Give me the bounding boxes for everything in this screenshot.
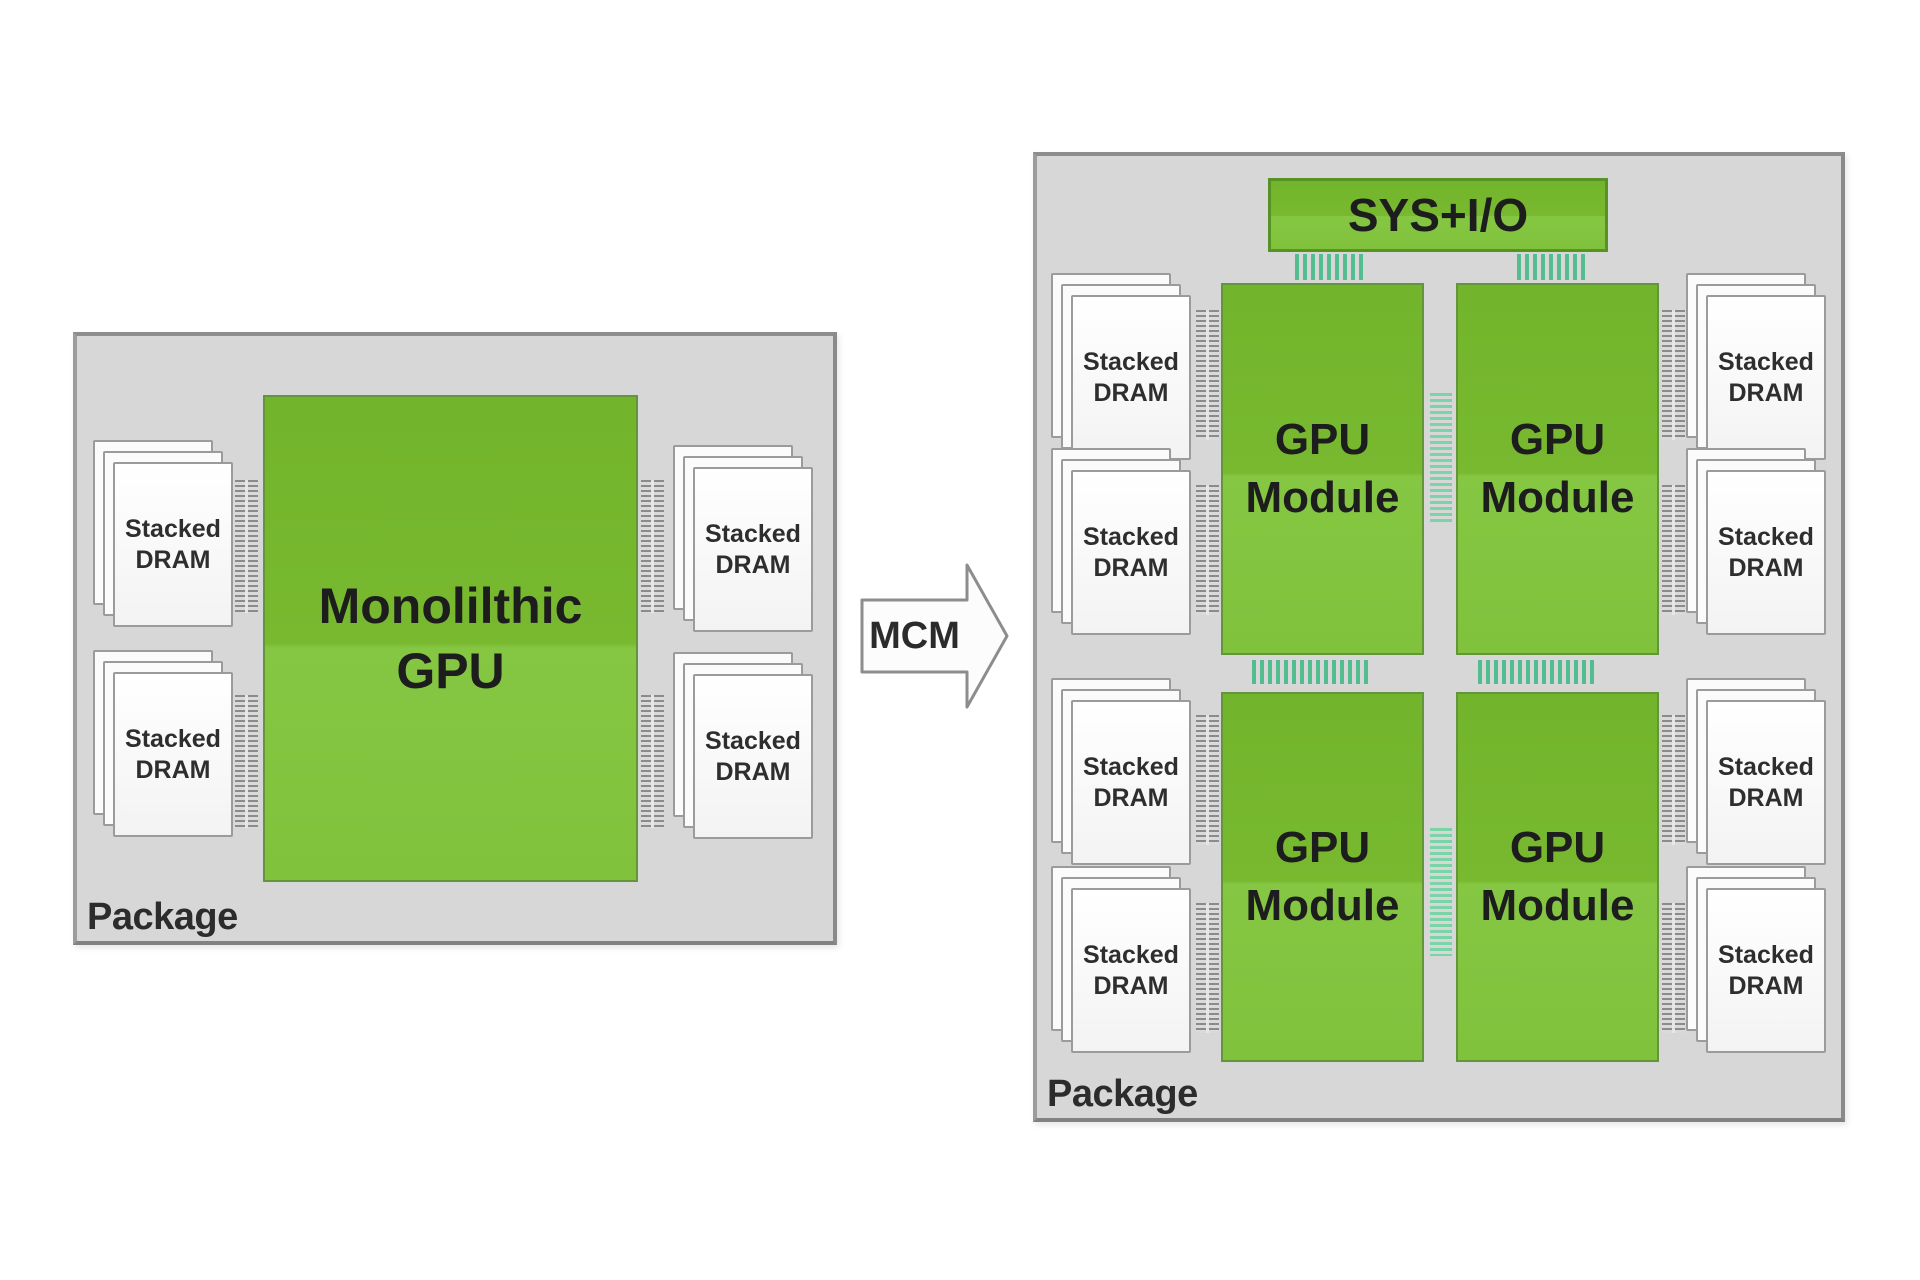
dram-link-hatch	[1662, 485, 1685, 615]
dram-page-front: Stacked DRAM	[113, 462, 233, 627]
dram-label-line2: DRAM	[1093, 378, 1169, 407]
sys-io-link	[1517, 254, 1589, 280]
dram-label-line2: DRAM	[1728, 553, 1804, 582]
stacked-dram-stack: Stacked DRAM	[93, 650, 233, 837]
dram-label-line1: Stacked	[1718, 941, 1814, 969]
dram-page-front: Stacked DRAM	[1706, 295, 1826, 460]
stacked-dram-stack: Stacked DRAM	[1051, 273, 1191, 460]
stacked-dram-stack: Stacked DRAM	[1686, 678, 1826, 865]
dram-page-front: Stacked DRAM	[1071, 700, 1191, 865]
gpu-module-label-line2: Module	[1480, 881, 1635, 930]
stacked-dram-stack: Stacked DRAM	[1051, 678, 1191, 865]
dram-page-front: Stacked DRAM	[113, 672, 233, 837]
dram-label-line1: Stacked	[1718, 753, 1814, 781]
sys-io-chip: SYS+I/O	[1268, 178, 1608, 252]
dram-link-hatch	[1662, 310, 1685, 440]
gpu-module-label-line2: Module	[1480, 473, 1635, 522]
stacked-dram-stack: Stacked DRAM	[1686, 448, 1826, 635]
monolithic-package: Monolilthic GPU Stacked DRAM Stacked DRA…	[73, 332, 837, 945]
sys-io-label: SYS+I/O	[1347, 189, 1529, 241]
dram-label-line1: Stacked	[1083, 753, 1179, 781]
stacked-dram-stack: Stacked DRAM	[673, 445, 813, 632]
dram-label-line2: DRAM	[1728, 378, 1804, 407]
mcm-arrow-icon	[860, 563, 1009, 709]
dram-label-line1: Stacked	[1718, 523, 1814, 551]
dram-link-hatch	[1196, 715, 1219, 845]
stacked-dram-stack: Stacked DRAM	[673, 652, 813, 839]
dram-link-hatch	[1196, 485, 1219, 615]
dram-label-line1: Stacked	[1083, 941, 1179, 969]
dram-label-line1: Stacked	[1718, 348, 1814, 376]
dram-label-line2: DRAM	[1093, 783, 1169, 812]
dram-label-line1: Stacked	[1083, 348, 1179, 376]
gpu-module-bottom-left: GPU Module	[1221, 692, 1424, 1062]
package-label: Package	[1047, 1073, 1198, 1115]
stacked-dram-stack: Stacked DRAM	[1686, 273, 1826, 460]
dram-label-line1: Stacked	[125, 515, 221, 543]
stacked-dram-stack: Stacked DRAM	[1051, 448, 1191, 635]
gpu-module-label-line2: Module	[1245, 473, 1400, 522]
mcm-package: SYS+I/O GPU Module GPU Module GPU Module…	[1033, 152, 1845, 1122]
gpu-module-label-line1: GPU	[1274, 414, 1371, 464]
dram-label-line1: Stacked	[705, 727, 801, 755]
package-label: Package	[87, 896, 238, 938]
stacked-dram-stack: Stacked DRAM	[93, 440, 233, 627]
sys-io-link	[1295, 254, 1367, 280]
dram-link-hatch	[1662, 715, 1685, 845]
dram-label-line1: Stacked	[125, 725, 221, 753]
module-link-vertical	[1430, 828, 1452, 956]
stacked-dram-stack: Stacked DRAM	[1686, 866, 1826, 1053]
dram-page-front: Stacked DRAM	[1706, 888, 1826, 1053]
gpu-module-label-line1: GPU	[1274, 822, 1371, 872]
monolithic-gpu-chip: Monolilthic GPU	[263, 395, 638, 882]
module-link-vertical	[1430, 393, 1452, 523]
stacked-dram-stack: Stacked DRAM	[1051, 866, 1191, 1053]
dram-label-line1: Stacked	[705, 520, 801, 548]
dram-page-front: Stacked DRAM	[693, 674, 813, 839]
gpu-module-label-line1: GPU	[1509, 822, 1606, 872]
gpu-module-label-line2: Module	[1245, 881, 1400, 930]
dram-page-front: Stacked DRAM	[693, 467, 813, 632]
dram-label-line2: DRAM	[135, 545, 211, 574]
dram-label-line2: DRAM	[715, 757, 791, 786]
gpu-module-bottom-right: GPU Module	[1456, 692, 1659, 1062]
dram-label-line2: DRAM	[715, 550, 791, 579]
dram-page-front: Stacked DRAM	[1706, 470, 1826, 635]
dram-link-hatch	[1196, 903, 1219, 1033]
dram-page-front: Stacked DRAM	[1071, 888, 1191, 1053]
dram-label-line2: DRAM	[1728, 971, 1804, 1000]
monolithic-gpu-label-line2: GPU	[396, 642, 505, 699]
dram-page-front: Stacked DRAM	[1071, 470, 1191, 635]
dram-label-line2: DRAM	[1093, 553, 1169, 582]
dram-label-line2: DRAM	[1728, 783, 1804, 812]
monolithic-gpu-label-line1: Monolilthic	[318, 577, 583, 634]
dram-link-hatch	[641, 480, 664, 613]
gpu-module-label-line1: GPU	[1509, 414, 1606, 464]
dram-label-line1: Stacked	[1083, 523, 1179, 551]
module-link-horizontal	[1252, 660, 1372, 684]
dram-link-hatch	[1196, 310, 1219, 440]
dram-link-hatch	[235, 480, 258, 613]
gpu-module-top-right: GPU Module	[1456, 283, 1659, 655]
module-link-horizontal	[1478, 660, 1598, 684]
dram-label-line2: DRAM	[1093, 971, 1169, 1000]
dram-link-hatch	[235, 695, 258, 828]
dram-link-hatch	[1662, 903, 1685, 1033]
dram-link-hatch	[641, 695, 664, 828]
dram-page-front: Stacked DRAM	[1706, 700, 1826, 865]
gpu-module-top-left: GPU Module	[1221, 283, 1424, 655]
mcm-arrow-label: MCM	[869, 614, 960, 657]
dram-label-line2: DRAM	[135, 755, 211, 784]
dram-page-front: Stacked DRAM	[1071, 295, 1191, 460]
